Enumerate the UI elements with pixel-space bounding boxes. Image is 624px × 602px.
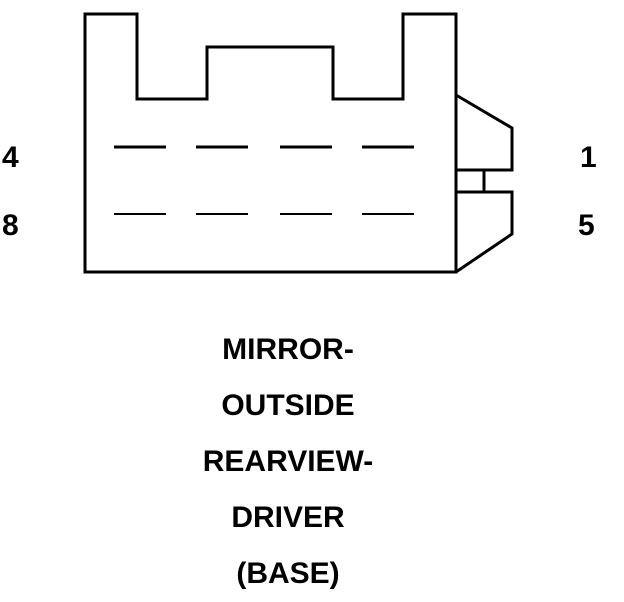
pin-label-bottom-left: 8 bbox=[2, 209, 19, 242]
pin-label-bottom-right: 5 bbox=[578, 209, 595, 242]
caption-line: OUTSIDE bbox=[221, 389, 355, 422]
pin-label-top-right: 1 bbox=[580, 141, 597, 174]
pin-label-top-left: 4 bbox=[2, 141, 19, 174]
caption-line: (BASE) bbox=[236, 557, 340, 590]
connector-latch-lower bbox=[455, 190, 514, 274]
caption-line: DRIVER bbox=[231, 501, 345, 534]
connector-latch bbox=[455, 93, 514, 172]
caption-line: MIRROR- bbox=[222, 333, 354, 366]
connector-housing bbox=[83, 12, 458, 274]
connector-caption: MIRROR- OUTSIDE REARVIEW- DRIVER (BASE) bbox=[0, 322, 576, 602]
caption-line: REARVIEW- bbox=[202, 445, 374, 478]
